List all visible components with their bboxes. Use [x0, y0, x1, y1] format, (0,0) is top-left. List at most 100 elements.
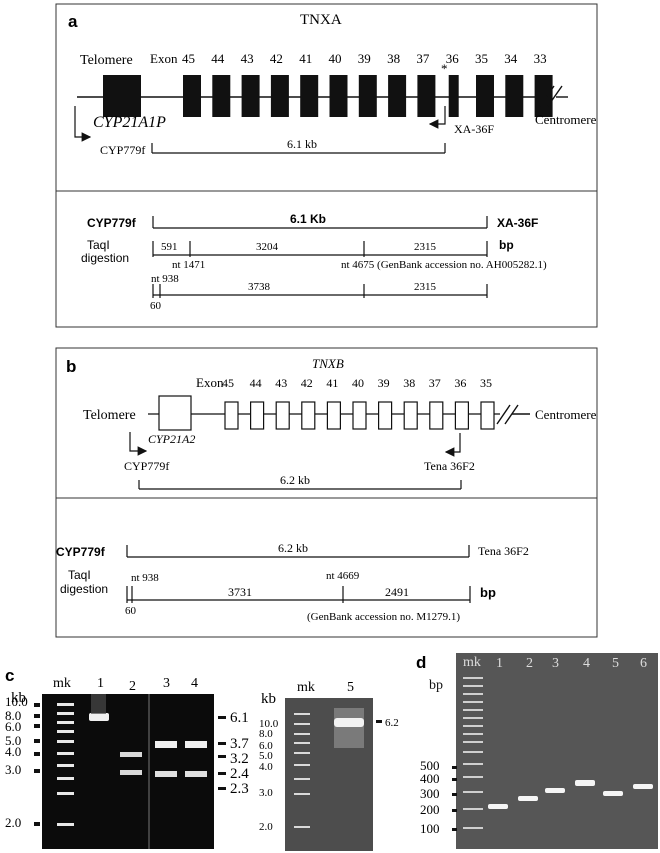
panel-c-band-lane2-2.4kb [120, 770, 142, 775]
panel-c-band-lane2-3.2kb [120, 752, 142, 757]
panel-a-letter: a [68, 12, 78, 31]
panel-a-exon-38-label: 38 [387, 51, 400, 66]
panel-b-fragment-2: 2491 [385, 585, 409, 599]
panel-c-size-2.3: 2.3 [230, 781, 249, 797]
panel-a-exon-40-box [329, 75, 348, 117]
panel-a-exon-label: Exon [150, 51, 178, 66]
panel-b-site-2: nt 4669 [326, 570, 360, 582]
panel-c-gel2-marker-2: 2.0 [259, 821, 273, 833]
panel-b-exon-39-label: 39 [378, 376, 390, 390]
panel-a-frame [55, 3, 598, 328]
panel-b-letter: b [66, 357, 76, 376]
panel-d-lane-4: 4 [583, 656, 590, 671]
panel-c-letter: c [5, 666, 14, 685]
panel-b-exon-44-label: 44 [250, 376, 262, 390]
panel-b-exon-41-label: 41 [326, 376, 338, 390]
panel-a-cyp21a1p-label: CYP21A1P [93, 114, 166, 131]
panel-a-reverse-primer-arrow [428, 106, 446, 129]
panel-a-break-mark [539, 85, 568, 107]
panel-c-gel2-lane-5: 5 [347, 680, 354, 695]
panel-c-marker-5: 5.0 [5, 733, 21, 748]
panel-c-gel2-mk-label: mk [297, 680, 315, 695]
panel-a-exon-boxes [183, 75, 553, 117]
panel-a-exon-45-box [183, 75, 201, 117]
panel-b-telomere-label: Telomere [83, 408, 136, 423]
panel-a-row2-site-1: nt 938 [151, 273, 179, 285]
panel-a-cyp21a1p-box [103, 75, 141, 117]
panel-b-start: 60 [125, 605, 137, 617]
panel-a-exon-44-box [212, 75, 231, 117]
panel-b-cyp21a2-label: CYP21A2 [148, 432, 195, 446]
panel-a-row1-fragment-3: 2315 [414, 241, 437, 253]
panel-b-exon-43-label: 43 [275, 376, 287, 390]
panel-a-exon-39-box [358, 75, 377, 117]
panel-d-band-lane1 [488, 804, 508, 809]
panel-c-gel2-marker-3: 3.0 [259, 787, 273, 799]
panel-c-gel2-marker-8: 8.0 [259, 728, 273, 740]
panel-b-exon-45-box [224, 401, 239, 430]
panel-c-lane-4: 4 [191, 676, 198, 691]
panel-d-lane-2: 2 [526, 656, 533, 671]
panel-c-marker-ladder [57, 703, 74, 826]
panel-a-amplicon-size: 6.1 kb [287, 137, 317, 151]
panel-a-exon-45-label: 45 [182, 51, 195, 66]
panel-a-exon-33-box [534, 75, 553, 117]
panel-d-letter: d [416, 653, 426, 672]
panel-a-centromere-label: Centromere [535, 112, 597, 127]
panel-b-unit-bp: bp [480, 585, 496, 600]
panel-b-cyp21a2-box [158, 395, 192, 431]
panel-b-break-mark [496, 404, 530, 425]
panel-b-centromere-label: Centromere [535, 407, 597, 422]
panel-c-mk-label: mk [53, 676, 71, 691]
panel-b-accession: (GenBank accession no. M1279.1) [307, 611, 460, 623]
panel-a-exon-41-label: 41 [299, 51, 312, 66]
panel-a-digest-label-1: TaqI [87, 238, 110, 252]
panel-b-frame [55, 347, 598, 638]
panel-b-exon-36-label: 36 [454, 376, 466, 390]
panel-a-row1-fragment-1: 591 [161, 241, 178, 253]
panel-a-row1-fragment-2: 3204 [256, 241, 279, 253]
panel-c-lane-3: 3 [163, 676, 170, 691]
panel-c-size-3.2: 3.2 [230, 751, 249, 767]
panel-b-site-1: nt 938 [131, 572, 159, 584]
panel-c-size-2.4: 2.4 [230, 766, 249, 782]
panel-c-marker-2: 2.0 [5, 815, 21, 830]
panel-c-band-lane3-2.3kb [155, 771, 177, 777]
panel-a-gene-title: TNXA [300, 12, 342, 28]
panel-b-reverse-primer-arrow [444, 433, 461, 457]
panel-c-gel2-marker-4: 4.0 [259, 761, 273, 773]
panel-a-unit-bp: bp [499, 238, 514, 252]
panel-c-marker-3: 3.0 [5, 762, 21, 777]
panel-b-digest-label-2: digestion [60, 582, 108, 596]
panel-a-exon-44-label: 44 [211, 51, 225, 66]
panel-b-exon-35-box [480, 401, 495, 430]
panel-a-exon-41-box [300, 75, 319, 117]
panel-a-forward-primer-label: CYP779f [100, 143, 145, 157]
panel-c-marker-4: 4.0 [5, 744, 21, 759]
panel-a-exon-36-box [448, 75, 459, 117]
panel-b-detail-amplicon: 6.2 kb [278, 541, 308, 555]
panel-b-exon-41-box [326, 401, 341, 430]
panel-d-band-lane4 [575, 780, 595, 786]
panel-c-band-lane3-3.7kb [155, 741, 177, 748]
panel-a-row2-start: 60 [150, 300, 162, 312]
panel-c-gel2-kb-label: kb [261, 691, 276, 707]
panel-b-fragment-1: 3731 [228, 585, 252, 599]
panel-a-row1-site-2: nt 4675 (GenBank accession no. AH005282.… [341, 259, 547, 271]
panel-c-marker-8: 8.0 [5, 708, 21, 723]
panel-d-mk-label: mk [463, 655, 481, 670]
panel-a-detail-amplicon: 6.1 Kb [290, 212, 326, 226]
panel-b-exon-42-label: 42 [301, 376, 313, 390]
panel-c-band-lane4-2.3kb [185, 771, 207, 777]
panel-a-exon-34-label: 34 [504, 51, 518, 66]
panel-b-detail-forward-primer: CYP779f [56, 545, 106, 559]
panel-a-detail-forward-primer: CYP779f [87, 216, 137, 230]
panel-c-gel2-marker-10: 10.0 [259, 718, 279, 730]
panel-a-row2-fragment-1: 3738 [248, 281, 271, 293]
panel-d-band-lane2 [518, 796, 538, 801]
panel-d-left-ticks [452, 766, 457, 831]
